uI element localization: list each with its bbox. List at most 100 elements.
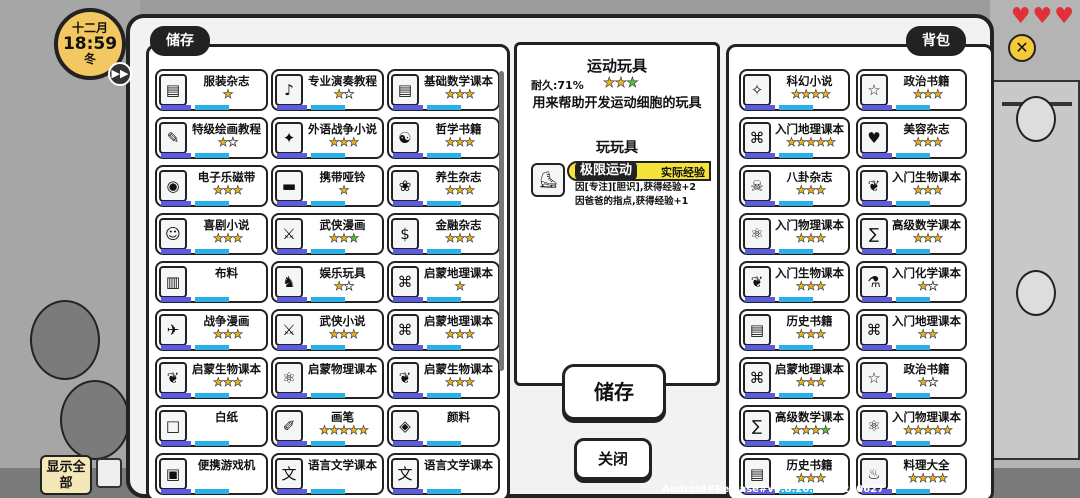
item-slot[interactable]: ⌘入门地理课本★★ [856, 309, 967, 351]
item-slot[interactable]: ⚛启蒙物理课本 [271, 357, 384, 399]
item-slot[interactable]: ◉电子乐磁带★★★ [155, 165, 268, 207]
item-slot[interactable]: ☆政治书籍★★★ [856, 69, 967, 111]
progress-bar [896, 393, 930, 398]
progress-bar [896, 441, 930, 446]
fast-forward-icon[interactable]: ▶▶ [108, 62, 132, 86]
item-icon: ✐ [275, 410, 303, 442]
item-icon: ⌘ [391, 266, 419, 298]
item-icon: ▥ [159, 266, 187, 298]
item-slot[interactable]: ❦启蒙生物课本★★★ [387, 357, 500, 399]
item-slot[interactable]: ▤服装杂志★ [155, 69, 268, 111]
item-slot[interactable]: 文语言文学课本 [271, 453, 384, 495]
progress-bar [427, 489, 461, 494]
item-slot[interactable]: ⌘启蒙地理课本★ [387, 261, 500, 303]
item-slot[interactable]: ♥美容杂志★★★ [856, 117, 967, 159]
item-slot[interactable]: $金融杂志★★★ [387, 213, 500, 255]
item-icon: ⚛ [860, 410, 888, 442]
item-slot[interactable]: ✈战争漫画★★★ [155, 309, 268, 351]
item-stars: ★★★ [212, 375, 244, 389]
quality-bar [161, 441, 191, 446]
progress-bar [195, 297, 229, 302]
item-slot[interactable]: ⚔武侠小说★★★ [271, 309, 384, 351]
effect-tag: 实际经验 [661, 166, 705, 179]
quality-bar [745, 441, 775, 446]
progress-bar [427, 393, 461, 398]
item-slot[interactable]: ⚛入门物理课本★★★★★ [856, 405, 967, 447]
item-stars: ★★★ [212, 183, 244, 197]
progress-bar [311, 105, 345, 110]
item-slot[interactable]: ⚗入门化学课本★★ [856, 261, 967, 303]
store-button[interactable]: 储存 [562, 364, 666, 420]
item-slot[interactable]: ❦入门生物课本★★★ [739, 261, 850, 303]
item-slot[interactable]: ♞娱乐玩具★★ [271, 261, 384, 303]
item-stars: ★★★★★ [903, 423, 953, 437]
item-icon: 文 [391, 458, 419, 490]
storage-scrollbar[interactable] [499, 71, 504, 371]
item-name: 专业演奏教程 [308, 74, 377, 88]
item-slot[interactable]: ☆政治书籍★★ [856, 357, 967, 399]
item-stars: ★★★ [328, 135, 360, 149]
item-icon: ⚔ [275, 314, 303, 346]
progress-bar [779, 249, 813, 254]
item-name: 武侠漫画 [319, 218, 366, 232]
item-icon: ❦ [860, 170, 888, 202]
close-button[interactable]: 关闭 [574, 438, 652, 480]
item-slot[interactable]: ▣便携游戏机 [155, 453, 268, 495]
item-slot[interactable]: ❀养生杂志★★★ [387, 165, 500, 207]
progress-bar [195, 105, 229, 110]
item-slot[interactable]: ∑高级数学课本★★★★ [739, 405, 850, 447]
item-name: 政治书籍 [903, 362, 950, 376]
item-slot[interactable]: ♨料理大全★★★★ [856, 453, 967, 495]
item-slot[interactable]: ▬携带哑铃★ [271, 165, 384, 207]
item-slot[interactable]: ✎特级绘画教程★★ [155, 117, 268, 159]
item-slot[interactable]: ⚛入门物理课本★★★ [739, 213, 850, 255]
show-all-button[interactable]: 显示全部 [40, 455, 92, 495]
item-slot[interactable]: ♪专业演奏教程★★ [271, 69, 384, 111]
item-slot[interactable]: ◈颜料 [387, 405, 500, 447]
item-slot[interactable]: ▤基础数学课本★★★ [387, 69, 500, 111]
item-icon: ♥ [860, 122, 888, 154]
item-slot[interactable]: ∑高级数学课本★★★ [856, 213, 967, 255]
item-slot[interactable]: ☺喜剧小说★★★ [155, 213, 268, 255]
item-icon: ∑ [860, 218, 888, 250]
item-slot[interactable]: ⚔武侠漫画★★★ [271, 213, 384, 255]
scroll-icon[interactable] [96, 458, 122, 488]
item-icon: ✦ [275, 122, 303, 154]
heart-icons: ♥♥♥ [1010, 4, 1076, 29]
item-slot[interactable]: ✦外语战争小说★★★ [271, 117, 384, 159]
item-slot[interactable]: ☠八卦杂志★★★ [739, 165, 850, 207]
item-slot[interactable]: ▥布料 [155, 261, 268, 303]
progress-bar [311, 249, 345, 254]
item-name: 养生杂志 [435, 170, 482, 184]
item-icon: ◈ [391, 410, 419, 442]
item-slot[interactable]: ✧科幻小说★★★★ [739, 69, 850, 111]
item-slot[interactable]: ⌘启蒙地理课本★★★ [739, 357, 850, 399]
item-icon: ☺ [159, 218, 187, 250]
item-icon: ▬ [275, 170, 303, 202]
quality-bar [862, 297, 892, 302]
progress-bar [896, 345, 930, 350]
quality-bar [277, 105, 307, 110]
quality-bar [277, 489, 307, 494]
item-slot[interactable]: ▤历史书籍★★★ [739, 453, 850, 495]
item-slot[interactable]: ⌘启蒙地理课本★★★ [387, 309, 500, 351]
quality-bar [745, 393, 775, 398]
item-slot[interactable]: ❦启蒙生物课本★★★ [155, 357, 268, 399]
progress-bar [427, 201, 461, 206]
item-slot[interactable]: ❦入门生物课本★★★ [856, 165, 967, 207]
item-name: 白纸 [215, 410, 238, 424]
item-slot[interactable]: ☯哲学书籍★★★ [387, 117, 500, 159]
item-slot[interactable]: ⌘入门地理课本★★★★★ [739, 117, 850, 159]
item-slot[interactable]: 文语言文学课本 [387, 453, 500, 495]
item-slot[interactable]: □白纸 [155, 405, 268, 447]
close-icon[interactable]: ✕ [1008, 34, 1036, 62]
item-name: 服装杂志 [203, 74, 250, 88]
item-stars: ★★ [917, 327, 938, 341]
item-slot[interactable]: ✐ 画笔★★★★★ [271, 405, 384, 447]
item-name: 画笔 [331, 410, 354, 424]
item-stars: ★★★★ [790, 423, 832, 437]
item-slot[interactable]: ▤历史书籍★★★ [739, 309, 850, 351]
quality-bar [745, 249, 775, 254]
item-stars: ★★★★★ [319, 423, 369, 437]
progress-bar [779, 393, 813, 398]
